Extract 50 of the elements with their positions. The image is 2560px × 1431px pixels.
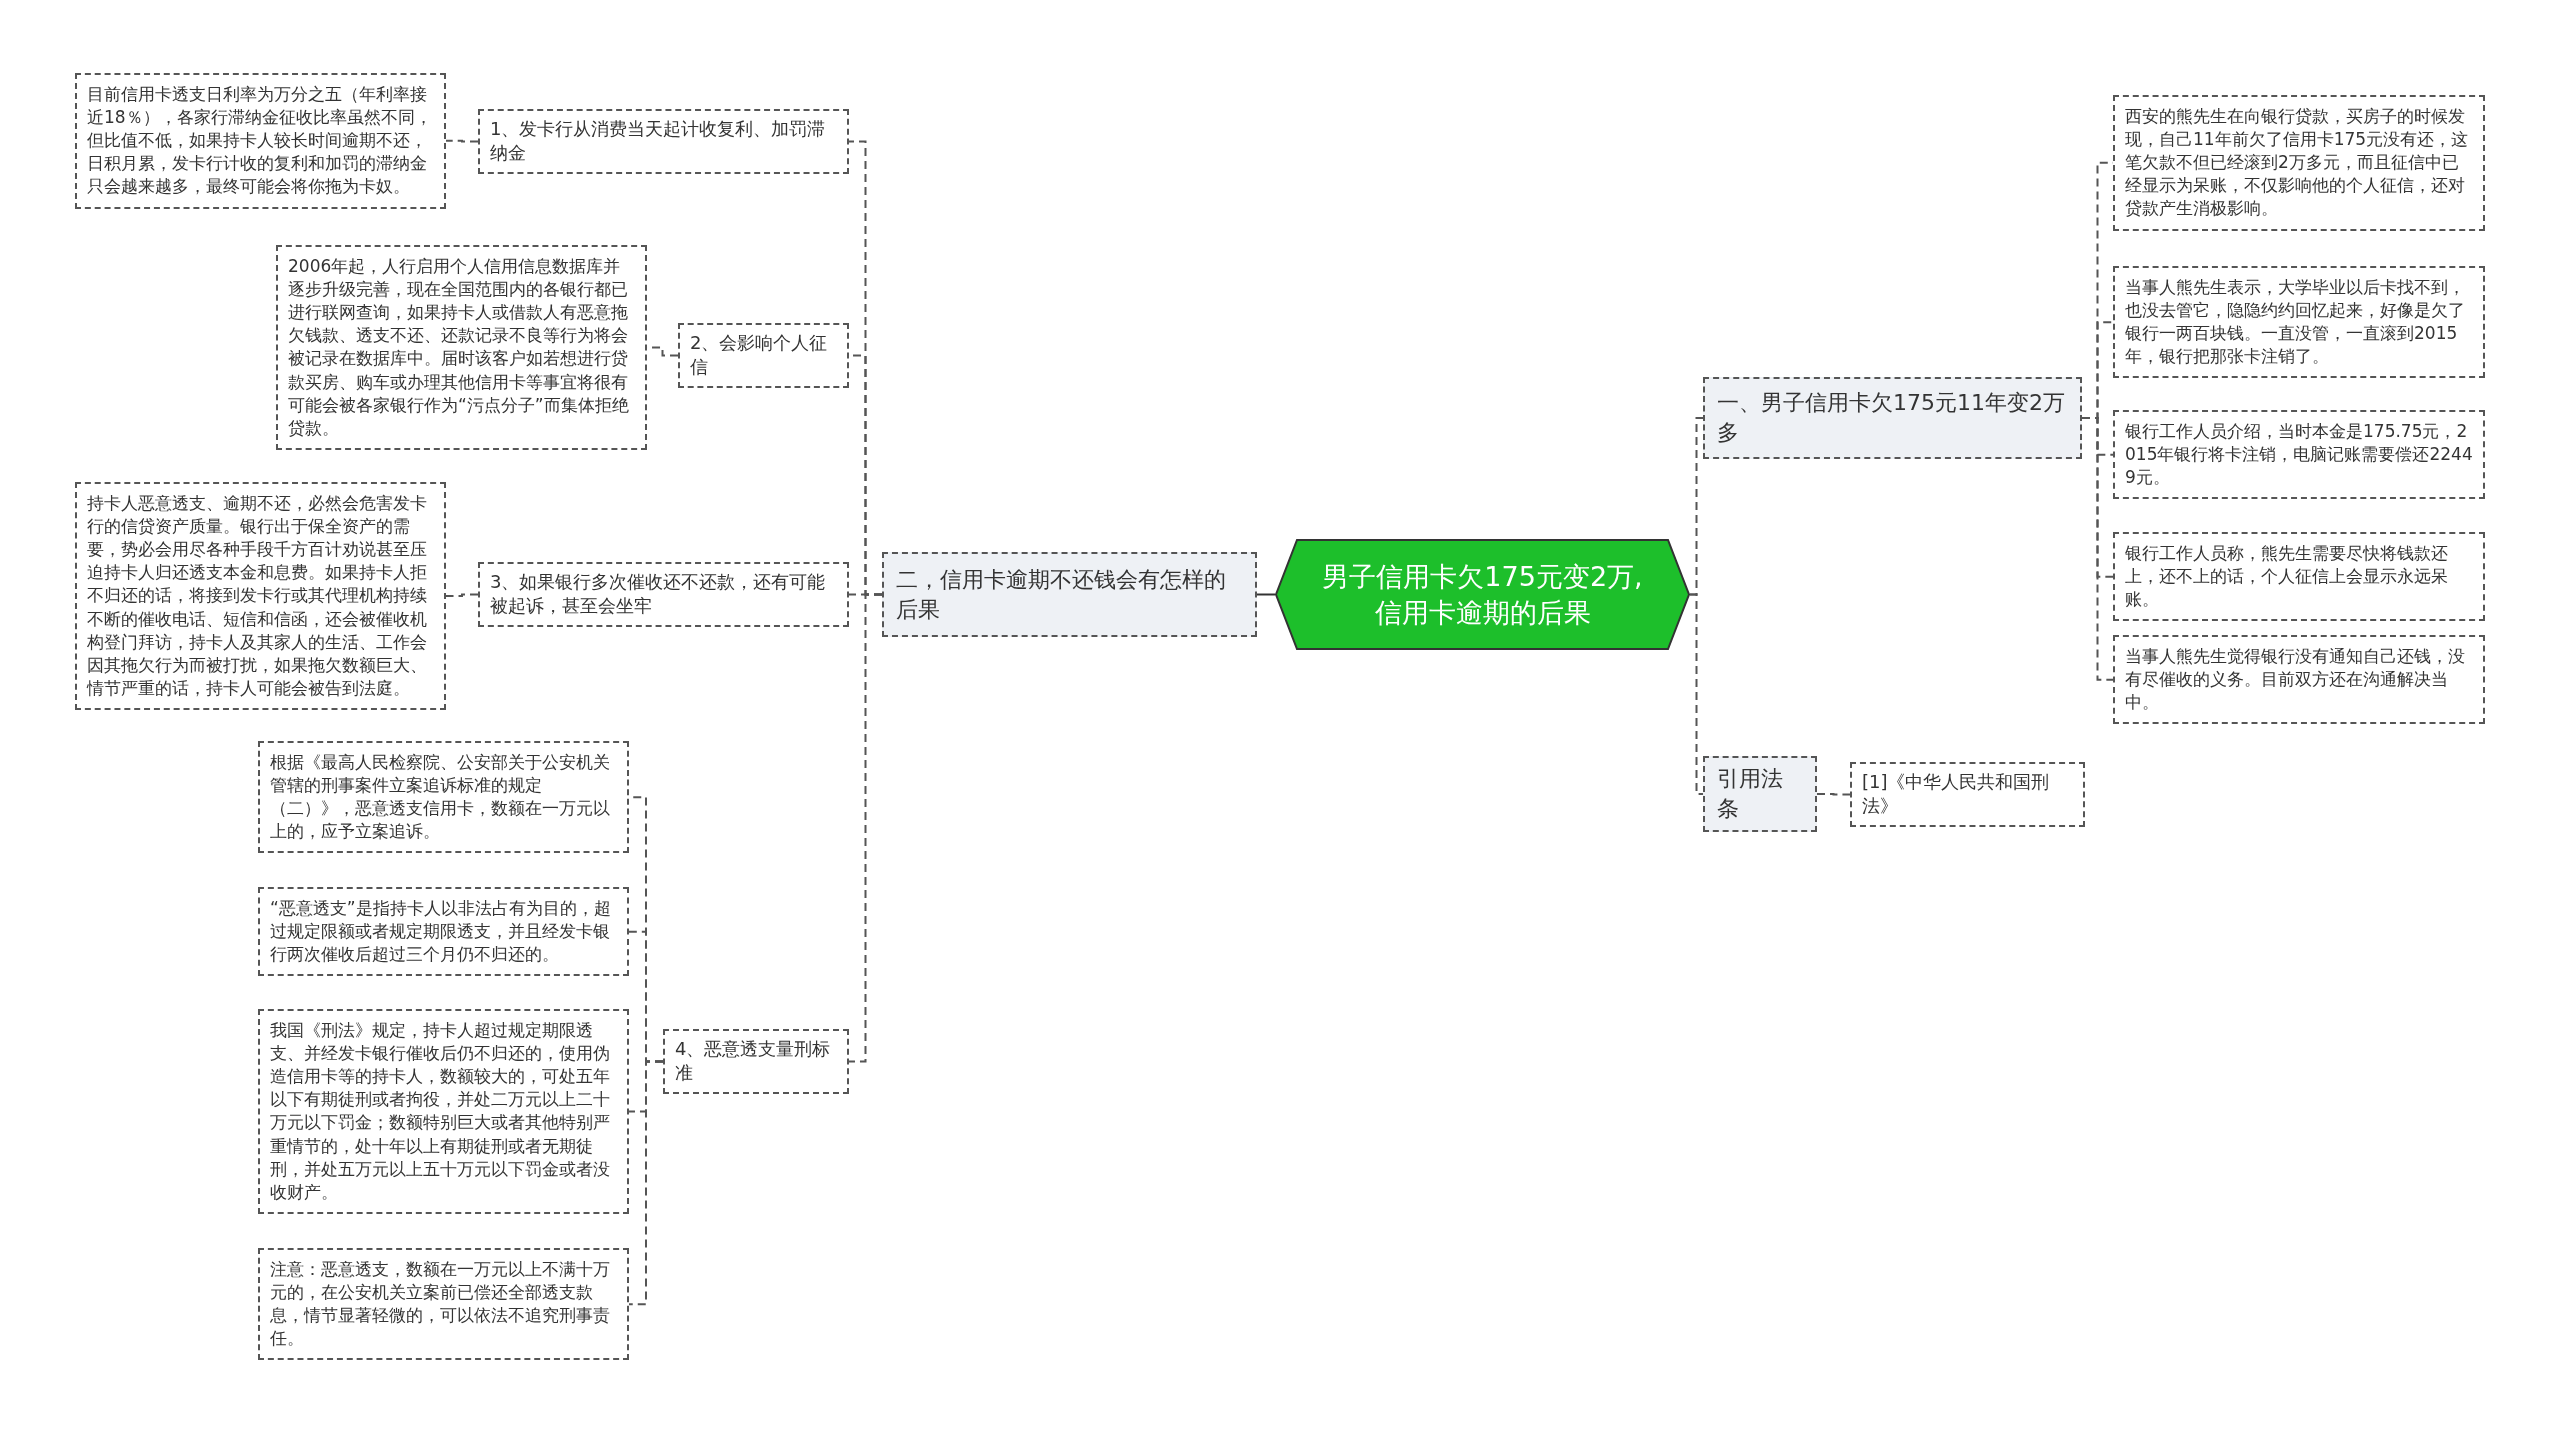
connector-line [848, 593, 883, 1063]
subtopic-text: 1、发卡行从消费当天起计收复利、加罚滞纳金 [490, 117, 827, 166]
note-text: “恶意透支”是指持卡人以非法占有为目的，超过规定限额或者规定期限透支，并且经发卡银行两次催收后超过三个月仍不归还的。 [270, 897, 612, 967]
note-box [258, 887, 629, 977]
subtopic-text: 3、如果银行多次催收还不还款，还有可能被起诉，甚至会坐牢 [490, 570, 827, 619]
subtopic-box [663, 1029, 849, 1094]
note-text: 当事人熊先生觉得银行没有通知自己还钱，没有尽催收的义务。目前双方还在沟通解决当中。 [2125, 645, 2466, 715]
branch-topic-text: 引用法条 [1717, 765, 1784, 823]
note-text: 注意：恶意透支，数额在一万元以上不满十万元的，在公安机关立案前已偿还全部透支款息，情节显著轻微的，可以依法不追究刑事责任。 [270, 1258, 611, 1351]
note-box [2113, 95, 2485, 231]
note-box [258, 1009, 629, 1214]
root-hexagon [1275, 539, 1690, 650]
connector-line [1816, 792, 1851, 796]
note-text: 目前信用卡透支日利率为万分之五（年利率接近18％），各家行滞纳金征收比率虽然不同，但比值不低，如果持卡人较长时间逾期不还，日积月累，发卡行计收的复利和加罚的滞纳金只会越来越多，最终可能会将你拖为卡奴。 [87, 83, 433, 199]
connector-line [445, 593, 479, 597]
note-box [2113, 410, 2485, 500]
note-box [276, 245, 647, 450]
connector-line [445, 139, 479, 143]
note-text: 持卡人恶意透支、逾期不还，必然会危害发卡行的信贷资产质量。银行出于保全资产的需要，势必会用尽各种手段千方百计劝说甚至压迫持卡人归还透支本金和息费。如果持卡人拒不归还的话，将接到发卡行或其代理机构持续不断的催收电话、短信和信函，还会被催收机构登门拜访，持卡人及其家人的生活、工作会因其拖欠行为而被打扰，如果拖欠数额巨大、情节严重的话，持卡人可能会被告到法庭。 [87, 492, 428, 700]
note-text: 我国《刑法》规定，持卡人超过规定期限透支、并经发卡银行催收后仍不归还的，使用伪造信用卡等的持卡人，数额较大的，可处五年以下有期徒刑或者拘役，并处二万元以上二十万元以下罚金；数额特别巨大或者其他特别严重情节的，处十年以上有期徒刑或者无期徒刑，并处五万元以上五十万元以下罚金或者没收财产。 [270, 1019, 611, 1204]
connector-line [1689, 593, 1704, 795]
subtopic-text: [1]《中华人民共和国刑法》 [1862, 770, 2051, 819]
subtopic-box [478, 562, 849, 627]
note-box [258, 741, 629, 854]
branch-topic-text: 一、男子信用卡欠175元11年变2万多 [1717, 389, 2066, 447]
branch-topic-box [1703, 756, 1817, 832]
branch-topic-box [882, 552, 1257, 637]
note-text: 当事人熊先生表示，大学毕业以后卡找不到，也没去管它，隐隐约约回忆起来，好像是欠了银行一两百块钱。一直没管，一直滚到2015年，银行把那张卡注销了。 [2125, 276, 2466, 369]
subtopic-text: 2、会影响个人征信 [690, 331, 829, 380]
branch-topic-text: 二，信用卡逾期不还钱会有怎样的后果 [896, 565, 1227, 624]
branch-topic-box [1703, 377, 2082, 459]
note-box [2113, 635, 2485, 725]
note-box [75, 73, 446, 209]
note-box [258, 1248, 629, 1361]
note-box [2113, 532, 2485, 622]
connector-line [1256, 593, 1276, 596]
connector-line [2081, 417, 2114, 681]
connector-line [628, 1060, 664, 1306]
root-title: 男子信用卡欠175元变2万,信用卡逾期的后果 [1321, 560, 1644, 630]
note-box [75, 482, 446, 710]
note-text: 2006年起，人行启用个人信用信息数据库并逐步升级完善，现在全国范围内的各银行都已进行联网查询，如果持卡人或借款人有恶意拖欠钱款、透支不还、还款记录不良等行为将会被记录在数据库中。届时该客户如若想进行贷款买房、购车或办理其他信用卡等事宜将很有可能会被各家银行作为“污点分子”而集体拒绝贷款。 [288, 255, 630, 440]
subtopic-text: 4、恶意透支量刑标准 [675, 1037, 832, 1086]
subtopic-box [678, 323, 849, 388]
subtopic-box [478, 109, 849, 174]
note-text: 银行工作人员称，熊先生需要尽快将钱款还上，还不上的话，个人征信上会显示永远呆账。 [2125, 542, 2449, 612]
note-box [2113, 266, 2485, 379]
note-text: 银行工作人员介绍，当时本金是175.75元，2015年银行将卡注销，电脑记账需要偿还22449元。 [2125, 420, 2473, 490]
note-text: 西安的熊先生在向银行贷款，买房子的时候发现，自己11年前欠了信用卡175元没有还，这笔欠款不但已经滚到2万多元，而且征信中已经显示为呆账，不仅影响他的个人征信，还对贷款产生消极影响。 [2125, 105, 2470, 221]
subtopic-box [1850, 762, 2085, 827]
note-text: 根据《最高人民检察院、公安部关于公安机关管辖的刑事案件立案追诉标准的规定（二）》，恶意透支信用卡，数额在一万元以上的，应予立案追诉。 [270, 751, 611, 844]
